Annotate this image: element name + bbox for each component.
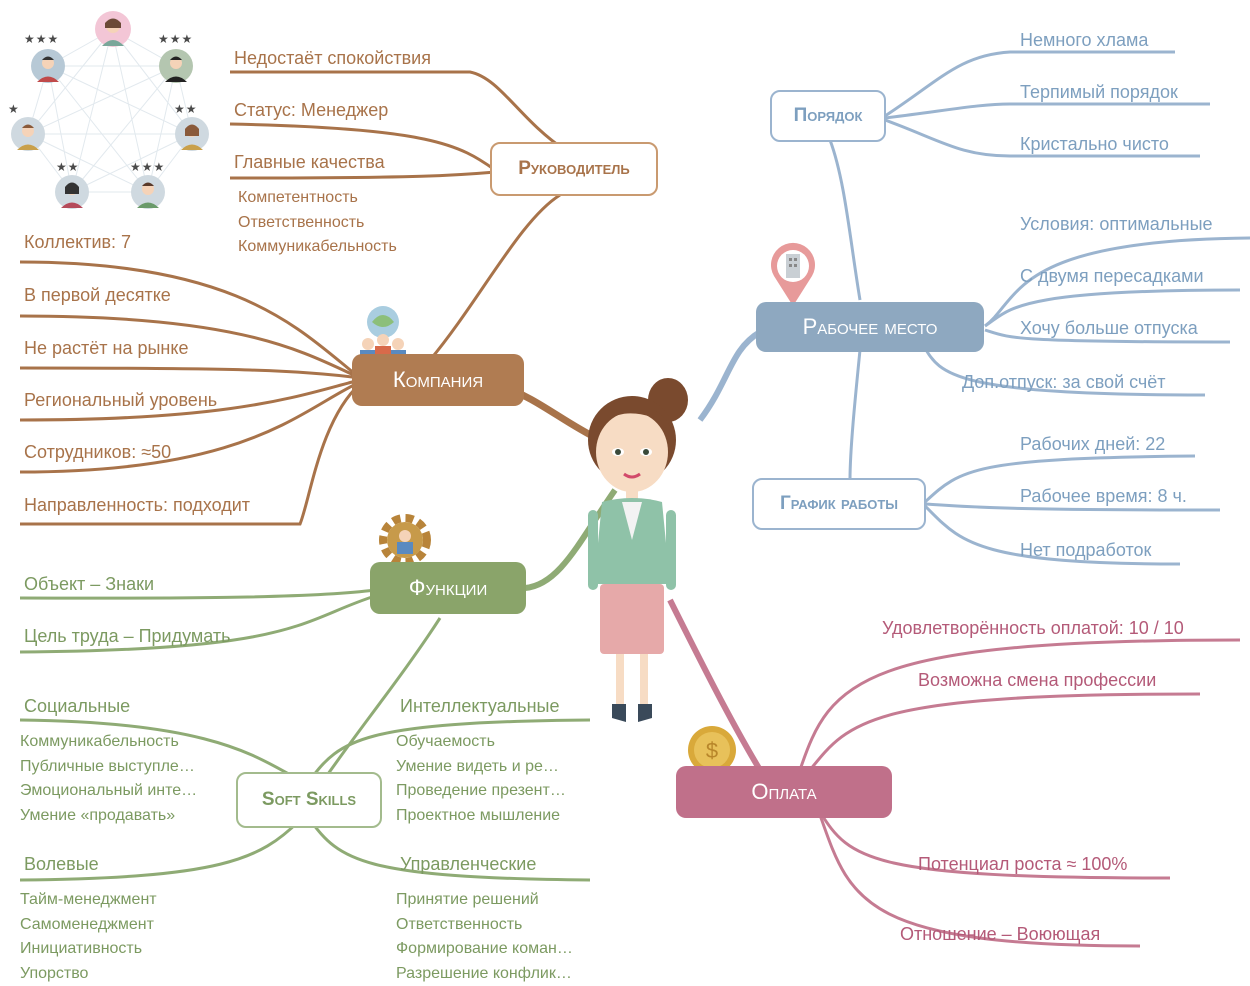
leader-item-qualities[interactable]: Главные качества [234, 152, 385, 173]
leader-quality: Коммуникабельность [238, 235, 397, 260]
payment-item-satisfaction[interactable]: Удовлетворённость оплатой: 10 / 10 [882, 618, 1184, 639]
node-payment[interactable]: Оплата [676, 766, 892, 818]
order-item-2[interactable]: Терпимый порядок [1020, 82, 1178, 103]
skill-item: Инициативность [20, 937, 157, 962]
skill-item: Публичные выступле… [20, 755, 197, 780]
company-item-staff[interactable]: Сотрудников: ≈50 [24, 442, 171, 463]
soft-skills-intellectual-list: Обучаемость Умение видеть и ре… Проведен… [396, 730, 566, 828]
leader-quality: Компетентность [238, 186, 397, 211]
node-order[interactable]: Порядок [770, 90, 886, 142]
company-item-market[interactable]: Не растёт на рынке [24, 338, 188, 359]
avatar-leader [94, 10, 132, 53]
avatar-member-6 [130, 174, 166, 215]
soft-skills-managerial-list: Принятие решений Ответственность Формиро… [396, 888, 573, 986]
avatar-member-4 [174, 116, 210, 157]
node-soft-skills[interactable]: Soft Skills [236, 772, 382, 828]
skill-item: Коммуникабельность [20, 730, 197, 755]
schedule-item-days[interactable]: Рабочих дней: 22 [1020, 434, 1165, 455]
leader-qualities-list: Компетентность Ответственность Коммуника… [238, 186, 397, 260]
avatar-member-1 [30, 48, 66, 89]
schedule-item-hours[interactable]: Рабочее время: 8 ч. [1020, 486, 1187, 507]
workplace-item-extra-vacation[interactable]: Доп.отпуск: за свой счёт [962, 372, 1166, 393]
skill-item: Самоменеджмент [20, 913, 157, 938]
node-leader[interactable]: Руководитель [490, 142, 658, 196]
skill-item: Упорство [20, 962, 157, 986]
functions-item-goal[interactable]: Цель труда – Придумать [24, 626, 231, 647]
soft-skills-social-list: Коммуникабельность Публичные выступле… Э… [20, 730, 197, 828]
skill-item: Проведение презент… [396, 779, 566, 804]
woman-illustration [580, 370, 700, 735]
company-item-level[interactable]: Региональный уровень [24, 390, 217, 411]
skill-item: Тайм-менеджмент [20, 888, 157, 913]
workplace-item-commute[interactable]: С двумя пересадками [1020, 266, 1204, 287]
node-company[interactable]: Компания [352, 354, 524, 406]
schedule-item-side-jobs[interactable]: Нет подработок [1020, 540, 1151, 561]
order-item-3[interactable]: Кристально чисто [1020, 134, 1169, 155]
skill-item: Формирование коман… [396, 937, 573, 962]
skill-item: Обучаемость [396, 730, 566, 755]
rating-member-1: ★★★ [24, 32, 59, 46]
soft-skills-intellectual[interactable]: Интеллектуальные [400, 696, 559, 717]
branch-company-leader [430, 195, 560, 360]
skill-item: Эмоциональный инте… [20, 779, 197, 804]
soft-skills-managerial[interactable]: Управленческие [400, 854, 536, 875]
skill-item: Умение видеть и ре… [396, 755, 566, 780]
functions-item-object[interactable]: Объект – Знаки [24, 574, 154, 595]
payment-item-growth[interactable]: Потенциал роста ≈ 100% [918, 854, 1127, 875]
workplace-item-vacation[interactable]: Хочу больше отпуска [1020, 318, 1198, 339]
avatar-member-3 [10, 116, 46, 157]
avatar-member-5 [54, 174, 90, 215]
skill-item: Умение «продавать» [20, 804, 197, 829]
soft-skills-volitional[interactable]: Волевые [24, 854, 99, 875]
company-item-team[interactable]: Коллектив: 7 [24, 232, 131, 253]
workplace-item-conditions[interactable]: Условия: оптимальные [1020, 214, 1213, 235]
rating-member-4: ★★ [174, 102, 198, 116]
payment-item-career-change[interactable]: Возможна смена профессии [918, 670, 1156, 691]
leader-item-calm[interactable]: Недостаёт спокойствия [234, 48, 431, 69]
branch-center-workplace [700, 332, 760, 420]
soft-skills-social[interactable]: Социальные [24, 696, 130, 717]
rating-member-3: ★ [8, 102, 20, 116]
skill-item: Ответственность [396, 913, 573, 938]
rating-member-5: ★★ [56, 160, 80, 174]
payment-item-attitude[interactable]: Отношение – Воюющая [900, 924, 1100, 945]
avatar-member-2 [158, 48, 194, 89]
node-functions[interactable]: Функции [370, 562, 526, 614]
leader-quality: Ответственность [238, 211, 397, 236]
node-schedule[interactable]: График работы [752, 478, 926, 530]
skill-item: Разрешение конфлик… [396, 962, 573, 986]
leader-item-status[interactable]: Статус: Менеджер [234, 100, 388, 121]
rating-member-2: ★★★ [158, 32, 193, 46]
order-item-1[interactable]: Немного хлама [1020, 30, 1148, 51]
rating-member-6: ★★★ [130, 160, 165, 174]
node-workplace[interactable]: Рабочее место [756, 302, 984, 352]
skill-item: Проектное мышление [396, 804, 566, 829]
skill-item: Принятие решений [396, 888, 573, 913]
company-item-rank[interactable]: В первой десятке [24, 285, 171, 306]
company-item-direction[interactable]: Направленность: подходит [24, 495, 250, 516]
svg-text:$: $ [706, 738, 718, 763]
soft-skills-volitional-list: Тайм-менеджмент Самоменеджмент Инициатив… [20, 888, 157, 986]
